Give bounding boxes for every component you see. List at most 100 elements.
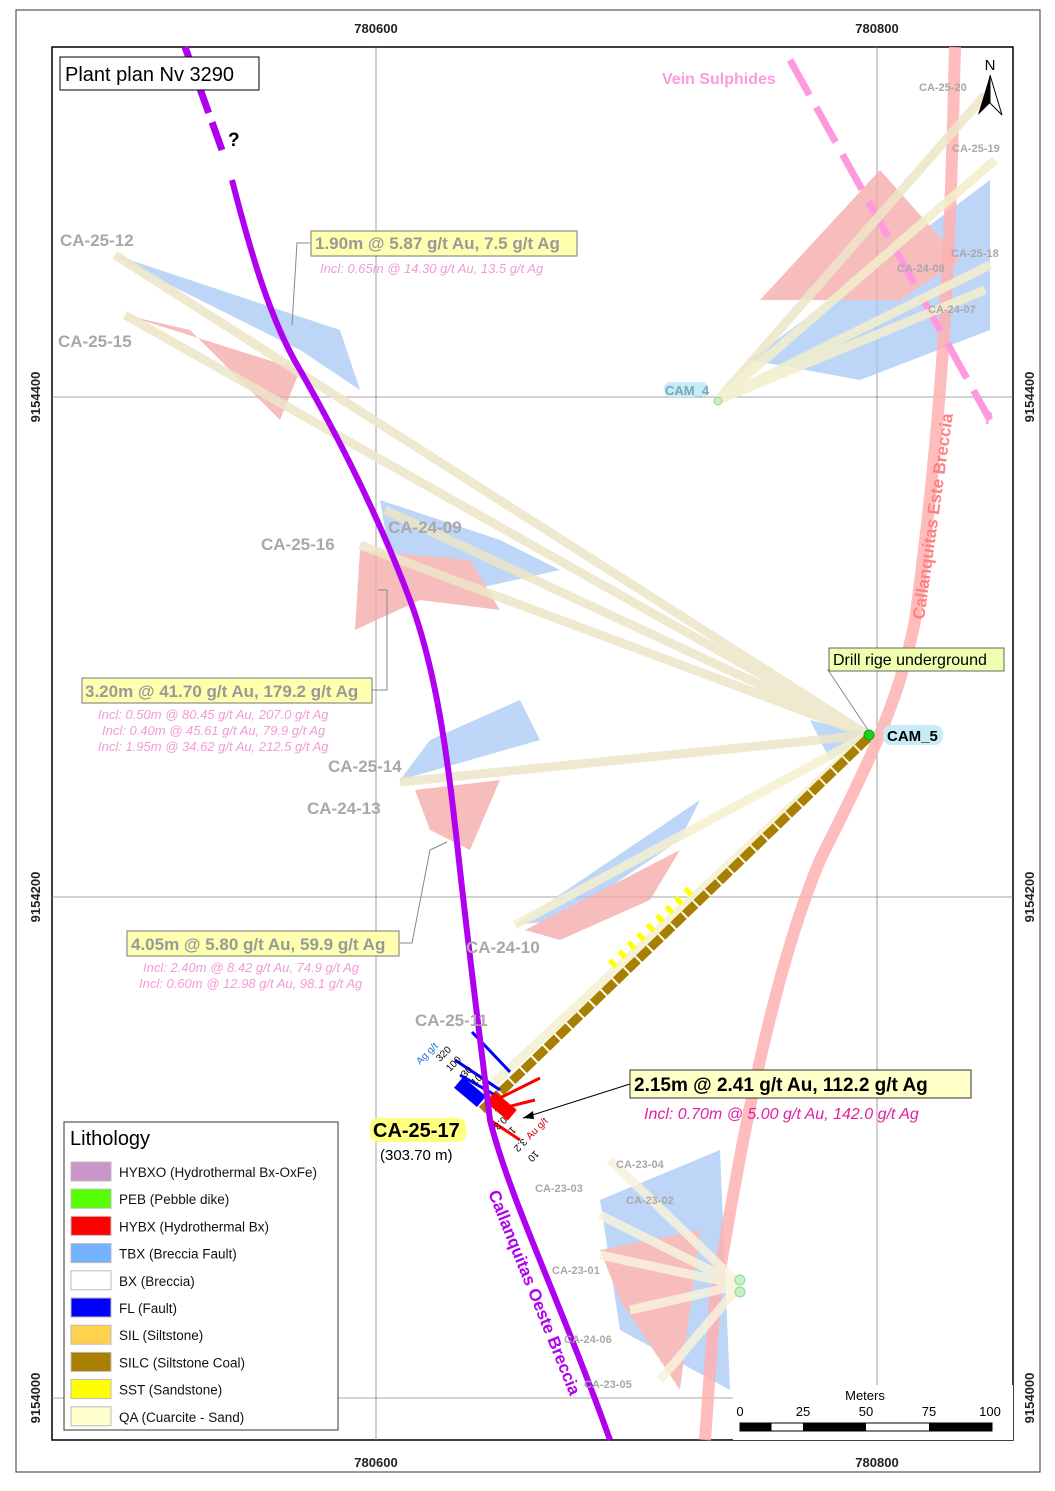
hole-label-ca-23-05: CA-23-05 <box>584 1379 632 1391</box>
legend-swatch <box>70 1297 112 1318</box>
hole-label-ca-23-01: CA-23-01 <box>552 1265 600 1277</box>
cam5-marker <box>863 729 875 741</box>
hole-label-ca-24-13: CA-24-13 <box>307 799 381 818</box>
drill-rig-label: Drill rige underground <box>833 652 987 669</box>
northing-left-2: 9154200 <box>28 872 43 923</box>
northing-right-2: 9154200 <box>1022 872 1037 923</box>
intercept-1-incl-1: Incl: 0.65m @ 14.30 g/t Au, 13.5 g/t Ag <box>320 261 544 276</box>
legend-item-label: HYBX (Hydrothermal Bx) <box>119 1219 269 1234</box>
scale-tick-50: 50 <box>859 1404 873 1419</box>
legend-title: Lithology <box>70 1128 150 1150</box>
legend-item-label: SIL (Siltstone) <box>119 1328 203 1343</box>
ca-25-17-trace <box>478 734 872 1114</box>
cam4-halo <box>664 382 708 397</box>
legend: Lithology HYBXO (Hydrothermal Bx-OxFe) PE… <box>63 1121 339 1431</box>
hole-label-ca-25-16: CA-25-16 <box>261 535 335 554</box>
drill-traces <box>112 92 998 1383</box>
easting-top-2: 780800 <box>855 21 898 36</box>
intercept-box-2 <box>81 677 373 704</box>
cluster-marker-2 <box>734 1286 746 1298</box>
vein-sulphides-trace <box>786 58 994 422</box>
title-box <box>59 56 260 91</box>
hole-label-ca-25-14: CA-25-14 <box>328 757 402 776</box>
intercept-2-incl-1: Incl: 0.50m @ 80.45 g/t Au, 207.0 g/t Ag <box>98 707 329 722</box>
hole-label-ca-25-20: CA-25-20 <box>919 82 967 94</box>
cam4-label: CAM_4 <box>665 383 710 398</box>
legend-item-label: BX (Breccia) <box>119 1274 195 1289</box>
cam5-label: CAM_5 <box>887 728 938 745</box>
easting-bottom-1: 780600 <box>354 1455 397 1470</box>
drill-rig-box <box>828 647 1005 672</box>
west-breccia-trace <box>229 179 613 1442</box>
legend-item-label: SILC (Siltstone Coal) <box>119 1355 245 1370</box>
cam4-marker <box>713 396 723 406</box>
legend-swatch <box>70 1379 112 1400</box>
legend-item-label: QA (Cuarcite - Sand) <box>119 1410 244 1425</box>
legend-swatch <box>70 1188 112 1209</box>
hole-label-ca-24-10: CA-24-10 <box>466 938 540 957</box>
intercept-2-incl-3: Incl: 1.95m @ 34.62 g/t Au, 212.5 g/t Ag <box>98 739 329 754</box>
intercept-4-incl-1: Incl: 0.70m @ 5.00 g/t Au, 142.0 g/t Ag <box>644 1106 919 1123</box>
hole-label-ca-25-18: CA-25-18 <box>951 248 999 260</box>
intercept-3-incl-2: Incl: 0.60m @ 12.98 g/t Au, 98.1 g/t Ag <box>139 976 363 991</box>
hole-label-ca-24-07: CA-24-07 <box>928 304 976 316</box>
cluster-marker-1 <box>734 1274 746 1286</box>
outer-frame <box>15 9 1041 1473</box>
intercept-box-4 <box>629 1069 972 1099</box>
hole-label-ca-25-17: CA-25-17 <box>373 1120 460 1142</box>
legend-swatch <box>70 1324 112 1345</box>
scale-tick-25: 25 <box>796 1404 810 1419</box>
scale-title: Meters <box>845 1388 885 1403</box>
map-title: Plant plan Nv 3290 <box>65 64 234 86</box>
vein-question: ? <box>982 408 993 428</box>
legend-swatch <box>70 1215 112 1236</box>
ca-25-17-length: (303.70 m) <box>380 1147 453 1164</box>
intercept-3-incl-1: Incl: 2.40m @ 8.42 g/t Au, 74.9 g/t Ag <box>143 960 360 975</box>
northing-right-1: 9154400 <box>1022 372 1037 423</box>
intercept-3-main: 4.05m @ 5.80 g/t Au, 59.9 g/t Ag <box>131 935 385 954</box>
ca-25-17-sst-segments <box>606 886 694 970</box>
vein-sulphides-label: Vein Sulphides <box>662 71 776 88</box>
hole-label-ca-23-03: CA-23-03 <box>535 1183 583 1195</box>
scale-tick-0: 0 <box>736 1404 743 1419</box>
north-arrow-icon <box>978 74 1003 116</box>
hole-label-ca-25-15: CA-25-15 <box>58 332 132 351</box>
ca-25-17-halo <box>370 1118 466 1142</box>
intercept-box-1 <box>310 230 578 257</box>
legend-item-label: HYBXO (Hydrothermal Bx-OxFe) <box>119 1165 317 1180</box>
easting-top-1: 780600 <box>354 21 397 36</box>
legend-swatch <box>70 1161 112 1182</box>
hole-label-ca-25-11: CA-25-11 <box>415 1011 488 1030</box>
northing-right-3: 9154000 <box>1022 1373 1037 1424</box>
scale-tick-100: 100 <box>979 1404 1001 1419</box>
hole-label-ca-24-08: CA-24-08 <box>897 263 945 275</box>
legend-item-label: SST (Sandstone) <box>119 1383 222 1398</box>
legend-swatch <box>70 1406 112 1427</box>
ca-25-17-leader <box>522 1083 631 1119</box>
hole-label-ca-25-19: CA-25-19 <box>952 143 1000 155</box>
cam5-halo <box>883 725 943 745</box>
easting-bottom-2: 780800 <box>855 1455 898 1470</box>
hole-label-ca-23-02: CA-23-02 <box>626 1195 674 1207</box>
intercept-1-main: 1.90m @ 5.87 g/t Au, 7.5 g/t Ag <box>315 234 560 253</box>
west-breccia-question: ? <box>228 130 240 151</box>
hole-label-ca-24-06: CA-24-06 <box>564 1334 612 1346</box>
north-label: N <box>985 57 996 74</box>
hole-label-ca-25-12: CA-25-12 <box>60 231 134 250</box>
legend-swatch <box>70 1243 112 1264</box>
hole-label-ca-23-04: CA-23-04 <box>616 1159 665 1171</box>
hole-label-ca-24-09: CA-24-09 <box>388 518 462 537</box>
legend-swatch <box>70 1351 112 1372</box>
intercept-2-main: 3.20m @ 41.70 g/t Au, 179.2 g/t Ag <box>85 682 358 701</box>
intercept-box-3 <box>126 930 400 957</box>
leader-arrowhead <box>523 1111 534 1119</box>
intercept-4-main: 2.15m @ 2.41 g/t Au, 112.2 g/t Ag <box>634 1075 928 1096</box>
legend-item-label: PEB (Pebble dike) <box>119 1192 229 1207</box>
northing-left-1: 9154400 <box>28 372 43 423</box>
intercept-2-incl-2: Incl: 0.40m @ 45.61 g/t Au, 79.9 g/t Ag <box>102 723 326 738</box>
northing-left-3: 9154000 <box>28 1373 43 1424</box>
legend-item-label: FL (Fault) <box>119 1301 177 1316</box>
legend-swatch <box>70 1270 112 1291</box>
legend-item-label: TBX (Breccia Fault) <box>119 1247 237 1262</box>
